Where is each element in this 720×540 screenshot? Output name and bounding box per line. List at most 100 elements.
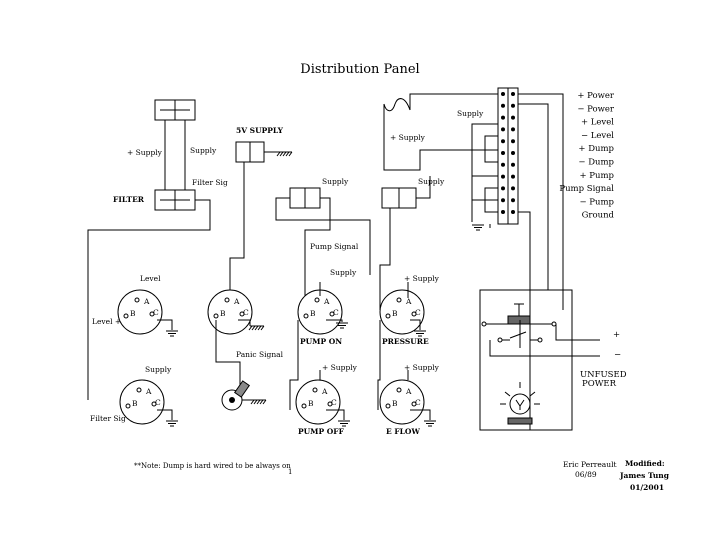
strip-terminal-right [511,127,515,132]
footer-note: **Note: Dump is hard wired to be always … [134,462,291,470]
label-supply-mid-right: Supply [418,177,445,186]
terminal-label: + Power [577,91,615,101]
strip-terminal-left [501,92,505,96]
label-supply-pump-on: Supply [330,268,357,277]
supply-loop [383,104,498,171]
pin-label-c: C [331,398,337,407]
pin-label-a: A [321,387,328,396]
label-pressure: PRESSURE [382,337,429,346]
strip-terminal-right [511,115,515,120]
strip-terminal-left [501,210,505,214]
pin-label-b: B [132,399,138,408]
label-5v-supply: 5V SUPPLY [236,126,284,135]
terminal-label: Ground [582,211,615,221]
diagram-title: Distribution Panel [300,62,419,77]
strip-wiring [409,93,564,430]
pin-label-b: B [392,309,398,318]
label-level: Level [140,274,161,283]
label-plus: + [613,330,620,340]
panic-switch [221,380,252,411]
strip-terminal-right [511,186,515,191]
pin-label-b: B [308,399,314,408]
pin-label-a: A [143,297,150,306]
strip-terminal-right [511,162,515,167]
pin-label-a: A [405,297,412,306]
label-plus-supply-eflow: + Supply [404,363,440,372]
terminal-label: + Dump [578,144,614,154]
pin-label-c: C [415,308,421,317]
pin-label-c: C [333,308,339,317]
label-pump-signal: Pump Signal [310,242,359,251]
label-supply-left: Supply [190,146,217,155]
modified-label: Modified: [625,459,665,468]
power-relay [479,289,600,431]
label-level-side: Level + [92,317,121,326]
strip-terminal-right [511,139,515,144]
pin-label-c: C [415,398,421,407]
pin-label-a: A [323,297,330,306]
label-e-flow: E FLOW [386,427,420,436]
pin-label-c: C [243,308,249,317]
lamp-icon [500,382,540,425]
strip-terminal-right [511,103,515,108]
pin-label-c: C [153,308,159,317]
label-plus-supply-right: + Supply [390,133,426,142]
terminal-label: + Pump [579,171,614,181]
switch-box-supply-mid [289,187,321,209]
terminal-label: Pump Signal [559,184,614,194]
terminal-label: − Dump [578,158,614,168]
terminal-label: + Level [581,118,614,128]
pin-label-c: C [155,398,161,407]
pin-label-b: B [310,309,316,318]
label-supply-mid: Supply [322,177,349,186]
page-number: 1 [288,468,292,476]
terminal-label: − Pump [579,197,614,207]
terminal-label: − Level [581,131,614,141]
strip-terminal-left [501,103,505,108]
strip-terminal-right [511,198,515,203]
strip-terminal-left [501,115,505,120]
strip-terminal-left [501,127,505,132]
pin-label-b: B [220,309,226,318]
strip-terminal-right [511,210,515,214]
label-plus-supply-pressure: + Supply [404,274,440,283]
pin-label-a: A [145,387,152,396]
strip-terminal-left [501,198,505,203]
label-power: POWER [582,379,617,389]
label-supply-filter: Supply [145,365,172,374]
pin-label-b: B [392,399,398,408]
modified-by: James Tung [619,471,670,480]
strip-terminal-right [511,151,515,155]
connector-pressure: AB C [379,289,425,335]
strip-terminal-left [501,174,505,179]
connector-filter: AB C [119,379,165,425]
connector-pump-off: AB C [295,379,341,425]
label-unfused: UNFUSED [580,370,627,380]
strip-terminal-left [501,151,505,155]
author-date: 06/89 [575,470,597,479]
strip-terminal-left [501,186,505,191]
pin-label-a: A [405,387,412,396]
label-supply-right: Supply [457,109,484,118]
strip-terminal-left [501,139,505,144]
supply-wire [383,98,411,112]
label-pump-off: PUMP OFF [298,427,345,436]
label-panic-signal: Panic Signal [236,350,284,359]
label-minus: − [614,350,621,360]
switch-box-filter [154,189,196,211]
connector-e-flow: AB C [379,379,425,425]
label-plus-supply-left: + Supply [127,148,163,157]
label-filter-sig-top: Filter Sig [192,178,228,187]
label-filter-sig-bottom: Filter Sig [90,414,126,423]
author-name: Eric Perreault [563,460,617,469]
switch-box-supply-mid-right [381,187,417,209]
terminal-labels: + Power− Power+ Level− Level+ Dump− Dump… [559,91,615,221]
strip-terminal-right [511,174,515,179]
label-plus-supply-pump-off: + Supply [322,363,358,372]
connector-pump-on: AB C [297,289,343,335]
strip-terminal-left [501,162,505,167]
